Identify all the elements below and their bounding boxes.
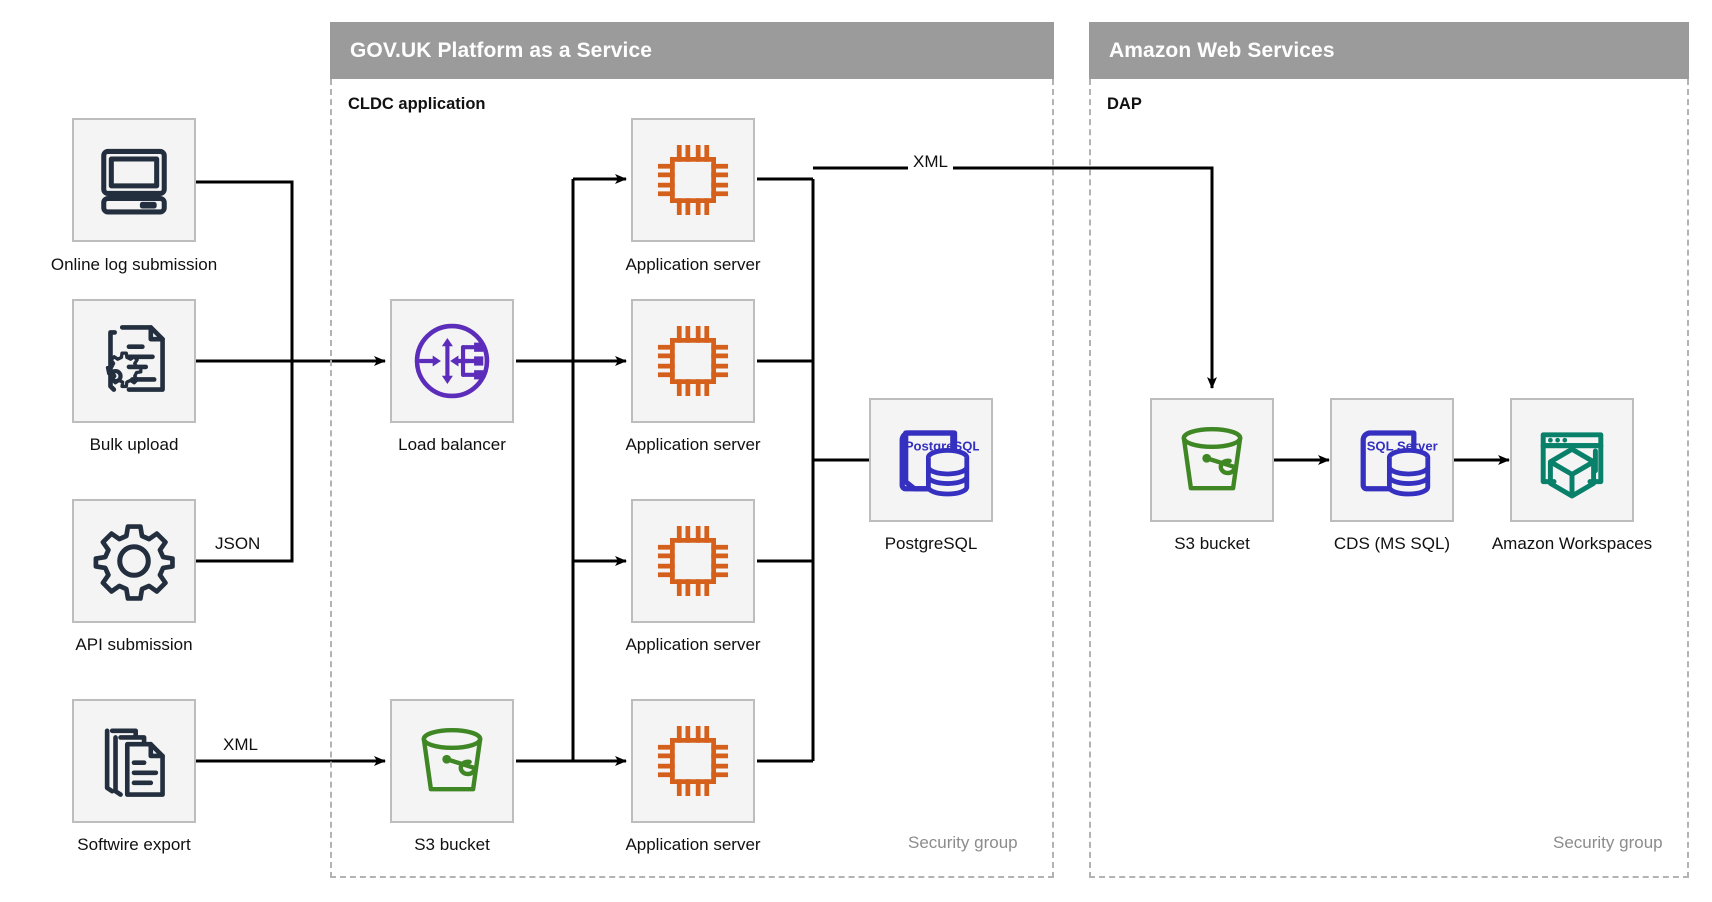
node-application-server-1[interactable]	[631, 118, 755, 242]
node-cds-ms-sql[interactable]: SQL Server	[1330, 398, 1454, 522]
node-load-balancer[interactable]	[390, 299, 514, 423]
node-label-application-server-1: Application server	[625, 255, 761, 274]
node-label-application-server-2: Application server	[625, 435, 761, 454]
zone-header-paas: GOV.UK Platform as a Service	[330, 22, 1054, 79]
sql-server-database-icon: SQL Server	[1360, 430, 1438, 497]
s3-bucket-icon	[421, 728, 483, 792]
node-bulk-upload[interactable]	[72, 299, 196, 423]
node-label-softwire-export: Softwire export	[77, 835, 191, 854]
node-label-s3-bucket-aws: S3 bucket	[1174, 534, 1250, 553]
cpu-chip-icon	[657, 725, 729, 797]
node-amazon-workspaces[interactable]	[1510, 398, 1634, 522]
postgresql-database-icon: PostgreSQL	[899, 430, 979, 497]
security-group-aws	[1089, 79, 1689, 878]
cpu-chip-icon	[657, 325, 729, 397]
node-softwire-export[interactable]	[72, 699, 196, 823]
node-label-cds-ms-sql: CDS (MS SQL)	[1333, 534, 1451, 553]
cpu-chip-icon	[657, 144, 729, 216]
node-s3-bucket-paas[interactable]	[390, 699, 514, 823]
node-label-load-balancer: Load balancer	[398, 435, 506, 454]
postgresql-icon-text: PostgreSQL	[905, 438, 979, 453]
node-application-server-3[interactable]	[631, 499, 755, 623]
edge-label-json: JSON	[210, 534, 266, 554]
subzone-label-dap: DAP	[1107, 95, 1142, 113]
node-online-log-submission[interactable]	[72, 118, 196, 242]
edge-label-xml-softwire: XML	[218, 735, 263, 755]
node-s3-bucket-aws[interactable]	[1150, 398, 1274, 522]
node-application-server-4[interactable]	[631, 699, 755, 823]
node-label-bulk-upload: Bulk upload	[89, 435, 179, 454]
node-label-amazon-workspaces: Amazon Workspaces	[1491, 534, 1653, 553]
zone-title-aws: Amazon Web Services	[1109, 38, 1335, 62]
node-application-server-2[interactable]	[631, 299, 755, 423]
s3-bucket-icon	[1181, 427, 1243, 491]
node-api-submission[interactable]	[72, 499, 196, 623]
security-group-label-paas: Security group	[908, 833, 1018, 852]
gear-icon	[93, 524, 175, 601]
security-group-paas	[330, 79, 1054, 878]
amazon-workspaces-icon	[1540, 432, 1604, 499]
node-label-application-server-4: Application server	[625, 835, 761, 854]
node-label-s3-bucket-paas: S3 bucket	[414, 835, 490, 854]
security-group-label-aws: Security group	[1553, 833, 1663, 852]
zone-title-paas: GOV.UK Platform as a Service	[350, 38, 652, 62]
zone-header-aws: Amazon Web Services	[1089, 22, 1689, 79]
cpu-chip-icon	[657, 525, 729, 597]
node-label-postgresql: PostgreSQL	[884, 534, 978, 553]
node-label-application-server-3: Application server	[625, 635, 761, 654]
node-label-api-submission: API submission	[75, 635, 193, 654]
node-label-online-log-submission: Online log submission	[50, 255, 218, 274]
documents-stack-icon	[104, 728, 165, 797]
subzone-label-cldc: CLDC application	[348, 95, 486, 113]
edge-label-xml-dap: XML	[908, 152, 953, 172]
node-postgresql[interactable]: PostgreSQL	[869, 398, 993, 522]
desktop-computer-icon	[101, 148, 167, 215]
document-gear-icon	[105, 325, 165, 392]
load-balancer-icon	[414, 323, 490, 399]
